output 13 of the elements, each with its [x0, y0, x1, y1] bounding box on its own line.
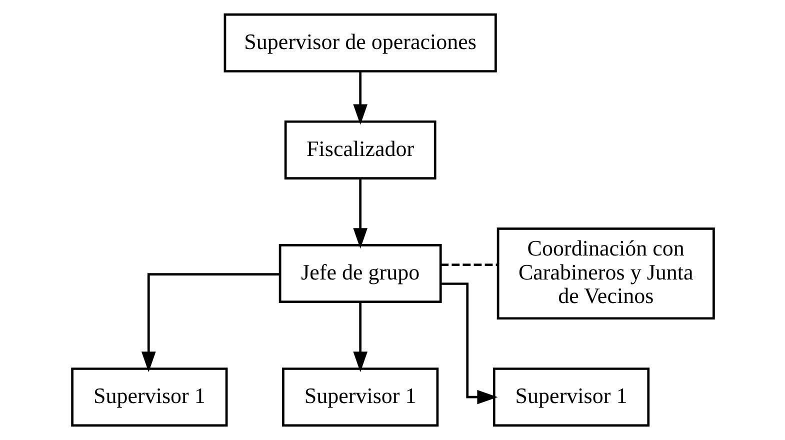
node-box: Supervisor 1	[282, 368, 438, 427]
node-box: Supervisor 1	[70, 368, 228, 427]
connector	[440, 264, 498, 266]
arrow	[440, 282, 498, 404]
arrow	[140, 273, 280, 372]
node-box: Fiscalizador	[284, 120, 436, 180]
arrow	[352, 72, 368, 125]
node-box: Supervisor de operaciones	[223, 13, 496, 72]
arrow	[352, 178, 368, 249]
node-box: Supervisor 1	[492, 368, 650, 427]
node-box: Jefe de grupo	[278, 244, 442, 304]
node-box: Coordinación con Carabineros y Junta de Vecinos	[496, 227, 714, 320]
arrow	[352, 302, 368, 372]
